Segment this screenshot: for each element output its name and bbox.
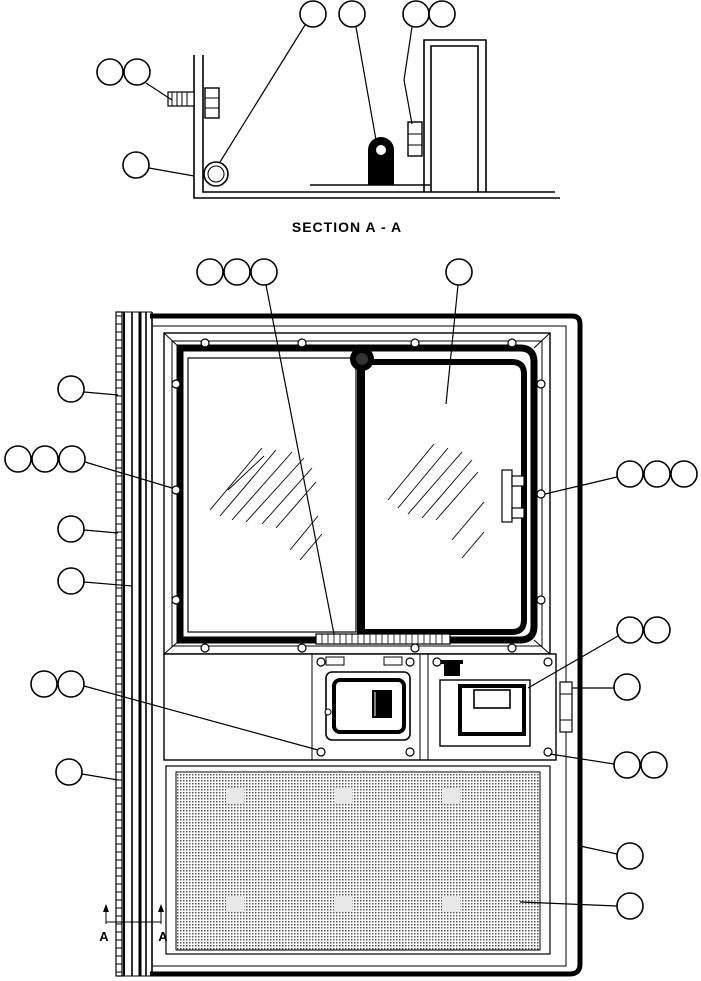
- callout-circle: [57, 515, 85, 543]
- window-track: [315, 633, 451, 645]
- callout-circle: [96, 58, 124, 86]
- callout-circle: [670, 460, 698, 488]
- door-striker: [559, 681, 573, 733]
- callout-circle: [428, 0, 456, 28]
- callout-circle: [643, 616, 671, 644]
- glass-reflection-hatch: [209, 443, 485, 561]
- section-channel-post: [423, 39, 487, 192]
- window-seal: [176, 344, 538, 644]
- door-lock-assembly: [439, 660, 531, 747]
- callout-circle: [57, 375, 85, 403]
- callout-circle: [223, 258, 251, 286]
- callout-circle: [616, 460, 644, 488]
- callout-circle: [57, 670, 85, 698]
- callout-circle: [616, 842, 644, 870]
- section-cut-markers: A A: [99, 904, 168, 944]
- callout-circle: [299, 0, 327, 28]
- callout-circle: [613, 673, 641, 701]
- section-marker-right: A: [158, 929, 168, 944]
- section-latch-eye: [368, 137, 394, 185]
- callout-circle: [640, 751, 668, 779]
- section-post-nut: [407, 121, 423, 157]
- section-title: SECTION A - A: [292, 219, 402, 235]
- section-nut: [204, 87, 220, 119]
- callout-circle: [338, 0, 366, 28]
- callout-circle: [445, 258, 473, 286]
- frame-screws: [171, 338, 546, 653]
- callout-circle: [616, 616, 644, 644]
- section-marker-left: A: [99, 929, 109, 944]
- section-frame-inner: [202, 55, 555, 193]
- callout-circle: [643, 460, 671, 488]
- mesh-fasteners: [226, 788, 460, 912]
- callout-circle: [123, 58, 151, 86]
- callout-circle: [616, 892, 644, 920]
- main-callouts: [4, 258, 698, 920]
- fixed-glass-pane: [187, 357, 357, 633]
- callout-circle: [613, 751, 641, 779]
- door-assembly: A A: [99, 311, 583, 977]
- section-a-a-detail: SECTION A - A: [167, 39, 560, 235]
- hinge-rail: [115, 311, 123, 977]
- sliding-glass-pane: [359, 359, 527, 635]
- sash-latch: [501, 469, 513, 523]
- callout-circle: [30, 670, 58, 698]
- callout-circle: [402, 0, 430, 28]
- callout-circle: [58, 445, 86, 473]
- callout-circle: [57, 567, 85, 595]
- callout-circle: [55, 758, 83, 786]
- callout-circle: [31, 445, 59, 473]
- door-handle-outside: [324, 656, 411, 741]
- callout-circle: [4, 445, 32, 473]
- callout-circle: [250, 258, 278, 286]
- panel-screws: [316, 657, 553, 757]
- door-outer-edge: [150, 313, 583, 977]
- section-callouts: [96, 0, 456, 179]
- callout-circle: [122, 151, 150, 179]
- callout-circle: [196, 258, 224, 286]
